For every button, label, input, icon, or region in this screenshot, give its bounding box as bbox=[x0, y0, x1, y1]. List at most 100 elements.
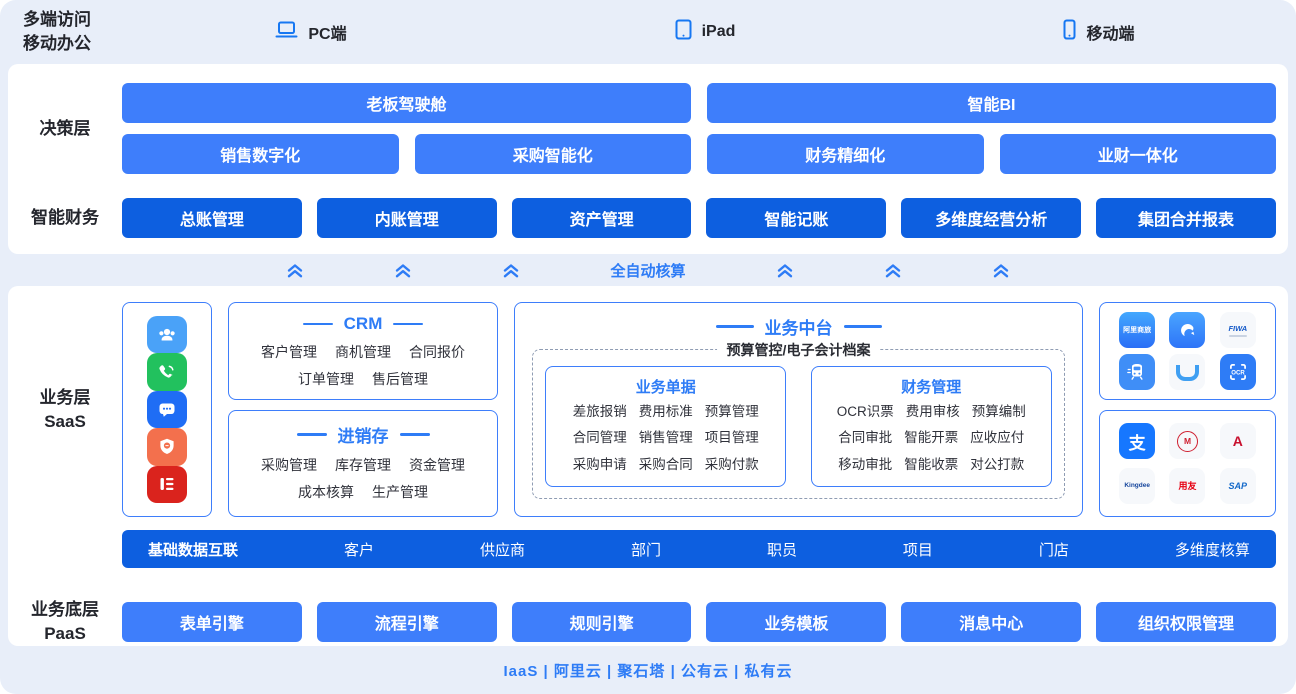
bank-a-app-icon: A bbox=[1219, 423, 1256, 460]
access-item-label: 移动端 bbox=[1086, 26, 1135, 43]
node-multidim-analysis: 多维度经营分析 bbox=[901, 198, 1082, 238]
inventory-box: 进销存 采购管理 库存管理 资金管理 成本核算 生产管理 bbox=[228, 410, 498, 517]
business-doc-item: 采购付款 bbox=[704, 456, 759, 472]
base-data-item: 部门 bbox=[630, 541, 661, 559]
business-doc-item: 合同管理 bbox=[572, 430, 627, 446]
node-finance-refined: 财务精细化 bbox=[707, 134, 984, 174]
list-document-icon bbox=[147, 465, 187, 504]
inventory-item: 资金管理 bbox=[409, 457, 465, 473]
double-chevron-up-icon bbox=[394, 262, 412, 278]
finance-mgmt-item: 智能开票 bbox=[904, 430, 959, 446]
business-doc-item: 采购申请 bbox=[572, 456, 627, 472]
access-items: PC端 iPad 移动端 bbox=[114, 19, 1296, 45]
inventory-item: 成本核算 bbox=[298, 484, 354, 501]
node-boss-cockpit: 老板驾驶舱 bbox=[122, 83, 691, 123]
base-data-item: 项目 bbox=[902, 541, 933, 559]
railway-train-app-icon bbox=[1119, 353, 1156, 390]
business-doc-item: 销售管理 bbox=[638, 430, 693, 446]
inventory-item: 生产管理 bbox=[372, 484, 428, 501]
crm-item: 合同报价 bbox=[409, 344, 465, 360]
yonyou-app-icon: 用友 bbox=[1169, 467, 1206, 504]
inventory-item: 采购管理 bbox=[261, 457, 317, 473]
base-data-item: 门店 bbox=[1038, 541, 1069, 559]
smart-finance-label: 智能财务 bbox=[31, 208, 99, 228]
crm-item: 售后管理 bbox=[372, 371, 428, 388]
node-smart-bookkeeping: 智能记账 bbox=[706, 198, 887, 238]
ctrip-dolphin-app-icon bbox=[1169, 312, 1206, 349]
finance-mgmt-item: 对公打款 bbox=[970, 456, 1025, 472]
double-chevron-up-icon bbox=[776, 262, 794, 278]
didi-app-icon bbox=[1169, 353, 1206, 390]
laptop-icon bbox=[275, 20, 298, 44]
node-asset-mgmt: 资产管理 bbox=[511, 198, 692, 238]
finance-mgmt-item: 应收应付 bbox=[970, 430, 1025, 446]
base-data-item: 多维度核算 bbox=[1174, 541, 1250, 559]
crm-box: CRM 客户管理 商机管理 合同报价 订单管理 售后管理 bbox=[228, 302, 498, 400]
double-chevron-up-icon bbox=[502, 262, 520, 278]
airline-app-icon: FIWA bbox=[1219, 312, 1256, 349]
sap-app-icon: SAP bbox=[1219, 467, 1256, 504]
travel-apps-panel: 阿里商旅 FIWA bbox=[1099, 302, 1276, 400]
double-chevron-up-icon bbox=[286, 262, 304, 278]
middle-platform-title: 业务中台 bbox=[515, 314, 1082, 339]
iaas-band: IaaS | 阿里云 | 聚石塔 | 公有云 | 私有云 bbox=[0, 646, 1296, 694]
base-data-title: 基础数据互联 bbox=[148, 541, 239, 559]
base-data-item: 客户 bbox=[343, 541, 374, 559]
finance-mgmt-item: 移动审批 bbox=[838, 456, 893, 472]
base-data-bar: 基础数据互联 客户 供应商 部门 职员 项目 门店 多维度核算 bbox=[122, 530, 1276, 568]
budget-archive-dashed-box: 预算管控/电子会计档案 业务单据 差旅报销 费用标准 预算管理 合同管 bbox=[532, 340, 1065, 499]
saas-paas-card: 业务层 SaaS bbox=[8, 286, 1288, 646]
crm-item: 客户管理 bbox=[261, 344, 317, 360]
ocr-scan-app-icon: OCR bbox=[1219, 353, 1256, 390]
crm-item: 商机管理 bbox=[335, 344, 391, 360]
paas-layer-label: 业务底层 PaaS bbox=[31, 600, 99, 643]
phone-call-icon bbox=[147, 353, 187, 391]
access-item-pc: PC端 bbox=[114, 19, 508, 45]
team-contacts-icon bbox=[147, 316, 187, 354]
node-internal-ledger: 内账管理 bbox=[316, 198, 497, 238]
node-procurement-intelligent: 采购智能化 bbox=[414, 134, 691, 174]
node-form-engine: 表单引擎 bbox=[122, 601, 302, 642]
auto-accounting-band: 全自动核算 bbox=[0, 254, 1296, 286]
node-sales-digital: 销售数字化 bbox=[122, 134, 399, 174]
crm-item: 订单管理 bbox=[298, 371, 354, 388]
cmb-bank-app-icon: M bbox=[1169, 423, 1206, 460]
smartphone-icon bbox=[1063, 19, 1076, 45]
inventory-title: 进销存 bbox=[229, 422, 497, 447]
decision-finance-card: 决策层 老板驾驶舱 智能BI 销售数字化 采购智能化 财务精细化 业财一体化 智… bbox=[8, 64, 1288, 254]
double-chevron-up-icon bbox=[884, 262, 902, 278]
tablet-icon bbox=[675, 19, 692, 45]
finance-mgmt-item: 费用审核 bbox=[905, 404, 960, 419]
inventory-item: 库存管理 bbox=[335, 457, 391, 473]
business-doc-item: 采购合同 bbox=[638, 456, 693, 472]
node-message-center: 消息中心 bbox=[901, 601, 1082, 642]
alipay-app-icon: 支 bbox=[1119, 423, 1156, 460]
business-doc-item: 费用标准 bbox=[638, 404, 693, 419]
node-smart-bi: 智能BI bbox=[707, 83, 1276, 123]
base-data-item: 职员 bbox=[766, 541, 797, 559]
finance-mgmt-item: 合同审批 bbox=[838, 430, 893, 446]
finance-mgmt-item: OCR识票 bbox=[836, 404, 894, 419]
double-chevron-up-icon bbox=[992, 262, 1010, 278]
business-doc-item: 项目管理 bbox=[704, 430, 759, 446]
access-item-label: PC端 bbox=[308, 26, 347, 43]
channel-apps-panel bbox=[122, 302, 212, 517]
middle-platform-box: 业务中台 预算管控/电子会计档案 业务单据 差旅报销 费用标准 预算管理 bbox=[514, 302, 1083, 517]
node-business-template: 业务模板 bbox=[706, 601, 887, 642]
svg-text:OCR: OCR bbox=[1231, 369, 1245, 376]
finance-mgmt-item: 智能收票 bbox=[904, 456, 959, 472]
access-item-label: iPad bbox=[701, 23, 736, 40]
budget-archive-label: 预算管控/电子会计档案 bbox=[716, 340, 881, 360]
access-band: 多端访问 移动办公 PC端 iPad 移动端 bbox=[0, 0, 1296, 64]
alitrip-app-icon: 阿里商旅 bbox=[1119, 312, 1156, 349]
node-workflow-engine: 流程引擎 bbox=[316, 601, 497, 642]
shield-security-icon bbox=[147, 428, 187, 466]
access-band-label: 多端访问 移动办公 bbox=[23, 10, 91, 53]
auto-accounting-label: 全自动核算 bbox=[610, 262, 686, 280]
message-chat-icon bbox=[147, 390, 187, 429]
iaas-text: IaaS | 阿里云 | 聚石塔 | 公有云 | 私有云 bbox=[503, 662, 793, 680]
business-doc-item: 预算管理 bbox=[704, 404, 759, 419]
base-data-item: 供应商 bbox=[479, 541, 525, 559]
node-org-permission: 组织权限管理 bbox=[1096, 601, 1276, 642]
